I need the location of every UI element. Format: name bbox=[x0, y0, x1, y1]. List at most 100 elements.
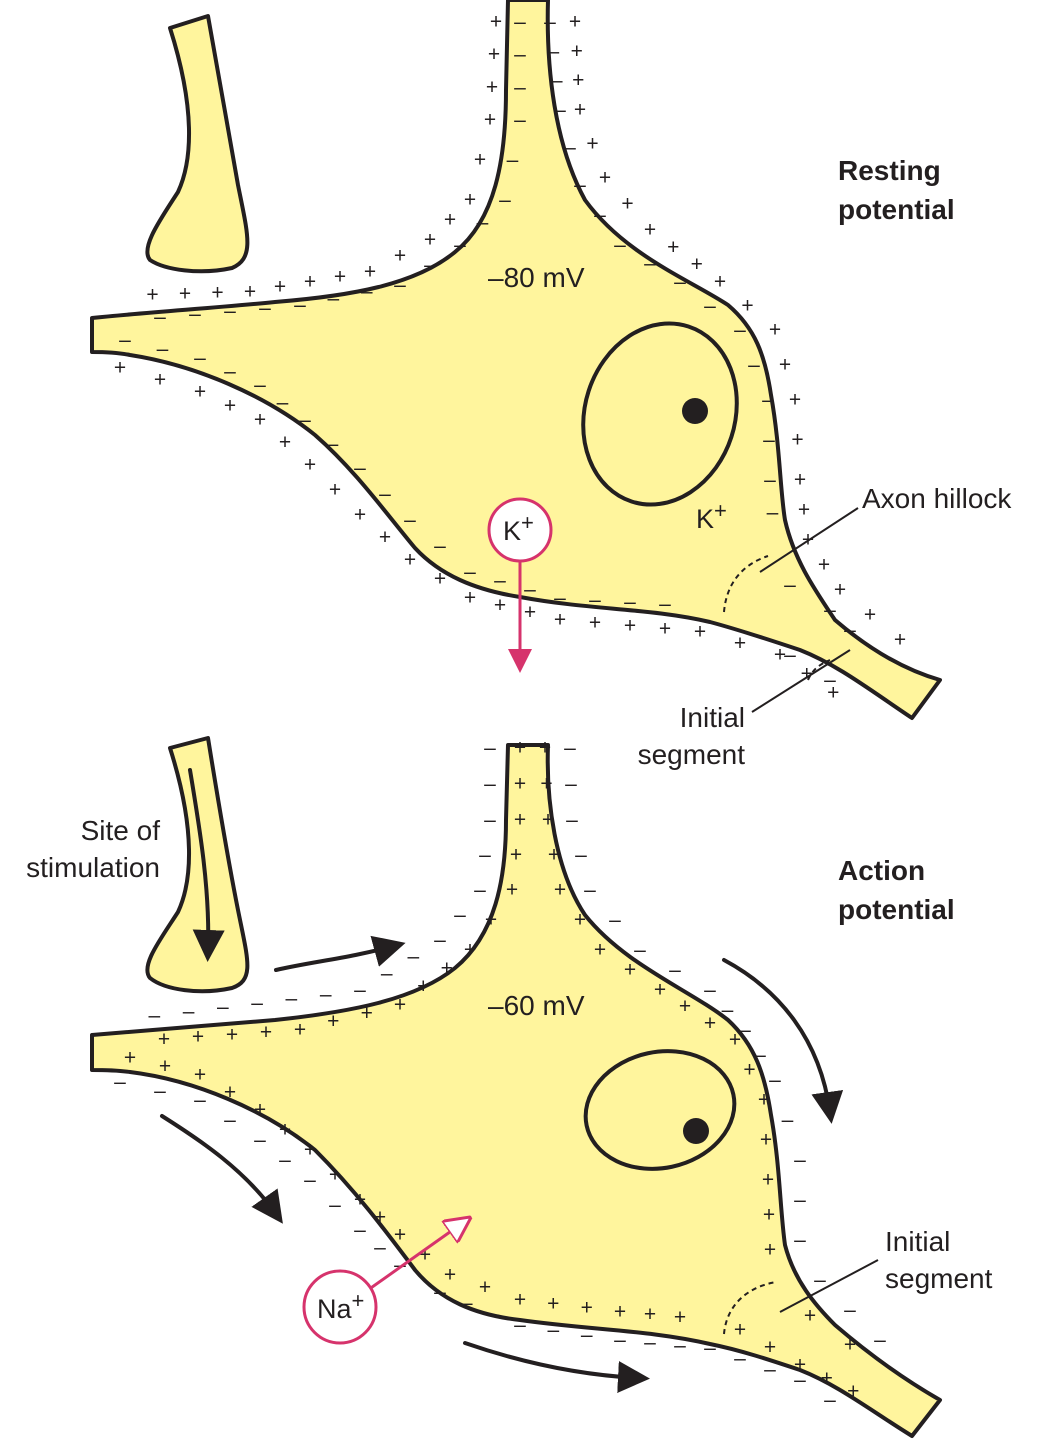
minus-charge: – bbox=[254, 374, 266, 397]
plus-charge: + bbox=[794, 469, 806, 492]
plus-charge: + bbox=[506, 879, 518, 902]
minus-charge: – bbox=[734, 1347, 746, 1370]
sodium-ion-circle bbox=[302, 1269, 378, 1345]
minus-charge: – bbox=[394, 274, 406, 297]
minus-charge: – bbox=[722, 999, 734, 1022]
minus-charge: – bbox=[674, 271, 686, 294]
minus-charge: – bbox=[769, 1069, 781, 1092]
minus-charge: – bbox=[379, 483, 391, 506]
plus-charge: + bbox=[488, 43, 500, 66]
potassium-ion-label: K+ bbox=[503, 510, 534, 546]
plus-charge: + bbox=[254, 1099, 266, 1122]
minus-charge: – bbox=[634, 939, 646, 962]
minus-charge: – bbox=[514, 76, 526, 99]
minus-charge: – bbox=[844, 1299, 856, 1322]
plus-charge: + bbox=[444, 1264, 456, 1287]
plus-charge: + bbox=[540, 773, 552, 796]
minus-charge: – bbox=[784, 574, 796, 597]
propagation-arrow-2 bbox=[722, 958, 844, 1124]
plus-charge: + bbox=[514, 809, 526, 832]
plus-charge: + bbox=[599, 167, 611, 190]
minus-charge: – bbox=[254, 1129, 266, 1152]
minus-charge: – bbox=[794, 1369, 806, 1392]
plus-charge: + bbox=[574, 99, 586, 122]
plus-charge: + bbox=[514, 1289, 526, 1312]
minus-charge: – bbox=[739, 1019, 751, 1042]
minus-charge: – bbox=[259, 297, 271, 320]
minus-charge: – bbox=[514, 43, 526, 66]
action-panel: ––––––––––––––––––––––––––––––––––––––––… bbox=[26, 736, 993, 1438]
plus-charge: + bbox=[441, 957, 453, 980]
neuron-body-top bbox=[90, 0, 942, 720]
minus-charge: – bbox=[119, 329, 131, 352]
initial-segment-label-bottom-line1: Initial bbox=[885, 1226, 950, 1257]
plus-charge: + bbox=[159, 1055, 171, 1078]
minus-charge: – bbox=[763, 429, 775, 452]
minus-charge: – bbox=[114, 1071, 126, 1094]
resting-title-line2: potential bbox=[838, 194, 955, 225]
minus-charge: – bbox=[764, 1358, 776, 1381]
plus-charge: + bbox=[679, 995, 691, 1018]
minus-charge: – bbox=[327, 433, 339, 456]
plus-charge: + bbox=[594, 939, 606, 962]
nucleus-top bbox=[581, 321, 739, 507]
plus-charge: + bbox=[554, 609, 566, 632]
minus-charge: – bbox=[589, 589, 601, 612]
minus-charge: – bbox=[487, 1303, 499, 1326]
plus-charge: + bbox=[514, 773, 526, 796]
initial-segment-leader-top bbox=[751, 649, 851, 713]
action-title-line2: potential bbox=[838, 894, 955, 925]
plus-charge: + bbox=[834, 579, 846, 602]
plus-charge: + bbox=[734, 1319, 746, 1342]
plus-charge: + bbox=[464, 189, 476, 212]
minus-charge: – bbox=[251, 991, 263, 1014]
minus-charge: – bbox=[224, 360, 236, 383]
plus-charge: + bbox=[764, 1239, 776, 1262]
minus-charge: – bbox=[194, 1089, 206, 1112]
minus-charge: – bbox=[514, 109, 526, 132]
plus-charge: + bbox=[762, 1169, 774, 1192]
plus-charge: + bbox=[667, 236, 679, 259]
minus-charge: – bbox=[754, 1044, 766, 1067]
plus-charge: + bbox=[490, 11, 502, 34]
plus-charge: + bbox=[304, 454, 316, 477]
initial-segment-boundary-top bbox=[807, 659, 831, 681]
plus-charge: + bbox=[417, 975, 429, 998]
plus-charge: + bbox=[379, 526, 391, 549]
plus-charge: + bbox=[804, 1305, 816, 1328]
plus-charge: + bbox=[124, 1047, 136, 1070]
minus-charge: – bbox=[477, 211, 489, 234]
plus-charge: + bbox=[274, 276, 286, 299]
sodium-influx-arrow bbox=[367, 1222, 464, 1292]
plus-charge: + bbox=[194, 381, 206, 404]
plus-charge: + bbox=[764, 1336, 776, 1359]
plus-charge: + bbox=[729, 1029, 741, 1052]
presynaptic-terminal-bottom bbox=[145, 736, 250, 994]
minus-charge: – bbox=[609, 909, 621, 932]
plus-charge: + bbox=[114, 357, 126, 380]
minus-charge: – bbox=[574, 174, 586, 197]
minus-charge: – bbox=[479, 844, 491, 867]
minus-charge: – bbox=[547, 40, 559, 63]
plus-charge: + bbox=[434, 568, 446, 591]
propagation-arrow-4 bbox=[463, 1341, 650, 1393]
plus-charge: + bbox=[644, 1303, 656, 1326]
plus-charge: + bbox=[464, 939, 476, 962]
plus-charge: + bbox=[547, 1293, 559, 1316]
minus-charge: – bbox=[484, 773, 496, 796]
minus-charge: – bbox=[551, 69, 563, 92]
minus-charge: – bbox=[704, 979, 716, 1002]
initial-segment-label-top-line2: segment bbox=[638, 739, 746, 770]
nucleolus-top bbox=[682, 398, 708, 424]
plus-charge: + bbox=[484, 109, 496, 132]
propagation-arrow-3 bbox=[160, 1114, 283, 1224]
minus-charge: – bbox=[277, 391, 289, 414]
plus-charge: + bbox=[279, 1119, 291, 1142]
minus-charge: – bbox=[148, 1004, 160, 1027]
minus-charge: – bbox=[499, 189, 511, 212]
minus-charge: – bbox=[320, 983, 332, 1006]
plus-charge: + bbox=[211, 282, 223, 305]
plus-charge: + bbox=[769, 319, 781, 342]
sodium-ion-label: Na+ bbox=[317, 1288, 364, 1324]
plus-charge: + bbox=[327, 1010, 339, 1033]
